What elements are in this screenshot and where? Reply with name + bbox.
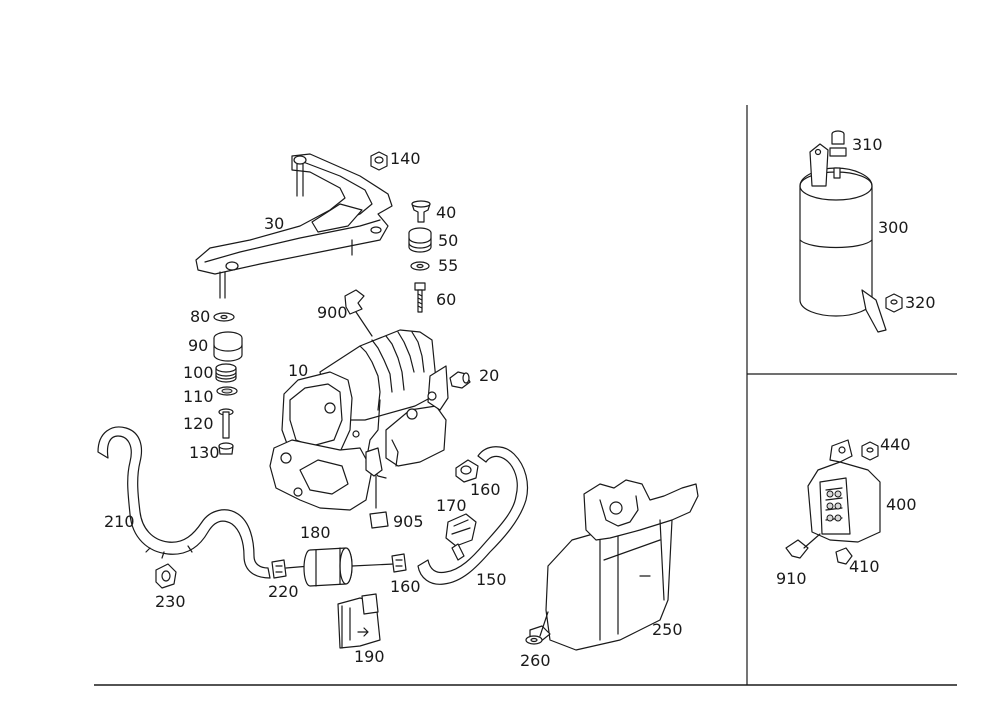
callout-140: 140 xyxy=(390,149,421,168)
cover-190 xyxy=(337,593,381,649)
clip-160-upper xyxy=(455,459,479,483)
frame-lines xyxy=(94,105,957,686)
hose-210 xyxy=(97,426,271,579)
fitting-410 xyxy=(835,547,853,565)
callout-230: 230 xyxy=(155,592,186,611)
callout-40: 40 xyxy=(436,203,457,222)
callout-160-upper: 160 xyxy=(470,480,501,499)
callout-100: 100 xyxy=(183,363,214,382)
callout-30: 30 xyxy=(264,214,285,233)
label-910 xyxy=(785,533,821,559)
callout-120: 120 xyxy=(183,414,214,433)
nut-440 xyxy=(861,441,879,461)
compressor-10 xyxy=(269,329,449,511)
filter-180 xyxy=(285,547,395,587)
tray-250 xyxy=(529,479,699,651)
reservoir-300 xyxy=(799,143,887,333)
callout-320: 320 xyxy=(905,293,936,312)
callout-440: 440 xyxy=(880,435,911,454)
callout-910: 910 xyxy=(776,569,807,588)
bracket-30 xyxy=(195,153,393,299)
callout-110: 110 xyxy=(183,387,214,406)
callout-20: 20 xyxy=(479,366,500,385)
callout-150: 150 xyxy=(476,570,507,589)
hose-150 xyxy=(417,446,529,585)
callout-190: 190 xyxy=(354,647,385,666)
label-905 xyxy=(369,511,389,529)
fitting-20 xyxy=(449,371,471,389)
clip-160-lower xyxy=(391,553,407,573)
callout-50: 50 xyxy=(438,231,459,250)
clip-170 xyxy=(445,513,477,561)
clamp-230 xyxy=(155,563,177,589)
callout-400: 400 xyxy=(886,495,917,514)
nut-320 xyxy=(885,293,903,313)
callout-410: 410 xyxy=(849,557,880,576)
grommet-260 xyxy=(525,635,543,645)
valve-block-400 xyxy=(807,439,881,543)
callout-210: 210 xyxy=(104,512,135,531)
callout-905: 905 xyxy=(393,512,424,531)
callout-60: 60 xyxy=(436,290,457,309)
callout-260: 260 xyxy=(520,651,551,670)
mount-stack-40-60 xyxy=(408,200,432,313)
callout-80: 80 xyxy=(190,307,211,326)
callout-90: 90 xyxy=(188,336,209,355)
callout-310: 310 xyxy=(852,135,883,154)
callout-900: 900 xyxy=(317,303,348,322)
callout-10: 10 xyxy=(288,361,309,380)
clip-220 xyxy=(271,559,287,579)
label-900 xyxy=(344,289,373,337)
fitting-310 xyxy=(829,130,847,157)
callout-55: 55 xyxy=(438,256,459,275)
callout-250: 250 xyxy=(652,620,683,639)
callout-180: 180 xyxy=(300,523,331,542)
callout-170: 170 xyxy=(436,496,467,515)
callout-220: 220 xyxy=(268,582,299,601)
callout-300: 300 xyxy=(878,218,909,237)
callout-130: 130 xyxy=(189,443,220,462)
nut-140 xyxy=(370,151,388,171)
mount-stack-80-130 xyxy=(213,312,243,455)
callout-160-lower: 160 xyxy=(390,577,421,596)
